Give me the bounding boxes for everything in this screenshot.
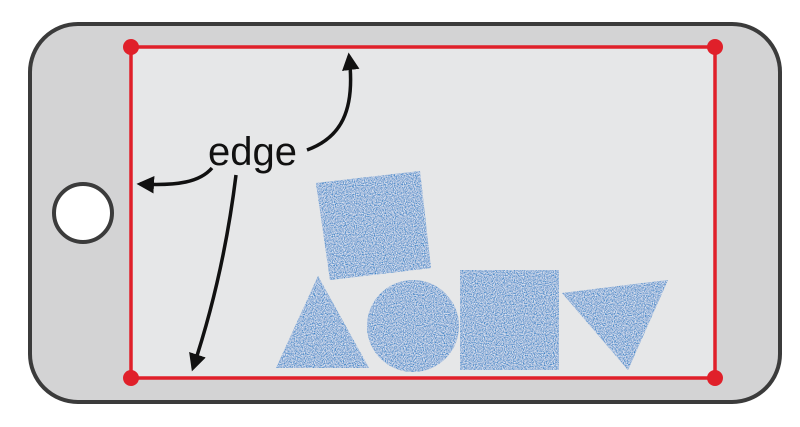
arrow-to-top-edge bbox=[306, 52, 360, 152]
arrow-to-left-edge bbox=[136, 166, 214, 194]
shape-triangle-inverted bbox=[562, 280, 668, 370]
home-button bbox=[52, 182, 114, 244]
corner-dot-top-right bbox=[707, 39, 723, 55]
corner-dot-bottom-right bbox=[707, 370, 723, 386]
corner-dot-top-left bbox=[123, 39, 139, 55]
screen-edge-outline bbox=[129, 45, 717, 380]
shape-square-rotated bbox=[316, 171, 431, 280]
edge-label: edge bbox=[208, 130, 297, 174]
shape-circle bbox=[367, 280, 459, 372]
arrow-to-bottom-edge bbox=[189, 174, 238, 372]
shape-group bbox=[276, 171, 668, 372]
shape-triangle bbox=[276, 276, 369, 368]
corner-dot-bottom-left bbox=[123, 370, 139, 386]
shape-square bbox=[460, 270, 559, 370]
